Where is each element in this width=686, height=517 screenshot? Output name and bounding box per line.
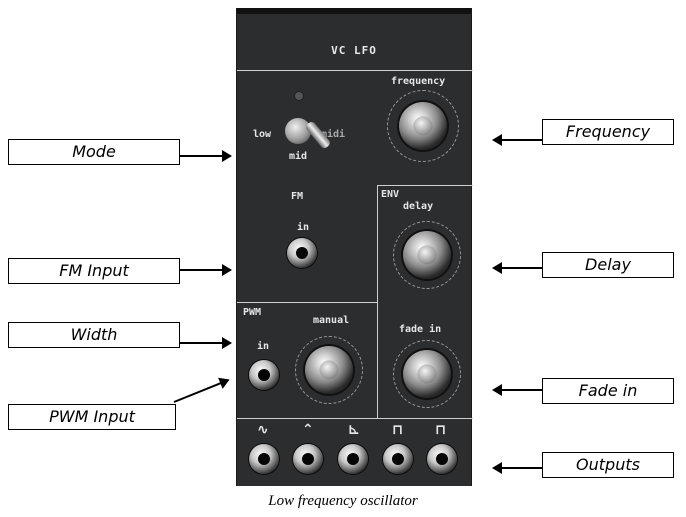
delay-scale — [393, 221, 461, 289]
fade-in-scale — [393, 340, 461, 408]
frequency-arrow — [492, 134, 542, 146]
pwm-input-arrow — [173, 381, 223, 403]
triangle-output-jack[interactable] — [293, 444, 323, 474]
env-section-label: ENV — [381, 189, 400, 200]
fm-in-label: in — [297, 222, 310, 233]
sine-wave-icon: ∿ — [257, 422, 269, 438]
mode-mid-label: mid — [289, 151, 308, 162]
pwm-input-callout: PWM Input — [8, 404, 176, 430]
mode-low-label: low — [253, 129, 272, 140]
figure-caption: Low frequency oscillator — [268, 493, 418, 509]
outputs-callout: Outputs — [542, 452, 674, 478]
delay-callout: Delay — [542, 252, 674, 278]
divider — [377, 185, 378, 418]
module-top-bar — [237, 8, 471, 14]
fade-in-arrow — [492, 384, 542, 396]
fm-section-label: FM — [291, 191, 304, 202]
pwm-width-knob[interactable] — [305, 346, 353, 394]
pulse-output-jack[interactable] — [427, 444, 457, 474]
mode-led-indicator — [295, 92, 303, 100]
frequency-scale — [387, 90, 459, 162]
fade-in-callout: Fade in — [542, 378, 674, 404]
sine-output-jack[interactable] — [249, 444, 279, 474]
manual-scale — [295, 336, 363, 404]
fm-input-arrow — [180, 264, 232, 276]
mode-midi-label: midi — [321, 129, 346, 140]
pwm-section-label: PWM — [243, 307, 262, 318]
fm-input-callout: FM Input — [8, 258, 180, 284]
frequency-knob[interactable] — [399, 102, 447, 150]
saw-output-jack[interactable] — [338, 444, 368, 474]
frequency-callout: Frequency — [542, 119, 674, 145]
delay-label: delay — [403, 201, 434, 212]
mode-arrow — [180, 150, 232, 162]
square-output-jack[interactable] — [383, 444, 413, 474]
vc-lfo-module: VC LFO frequency low midi mid FM in ENV … — [236, 8, 473, 486]
delay-knob[interactable] — [403, 231, 451, 279]
divider — [237, 302, 377, 303]
frequency-label: frequency — [391, 76, 446, 87]
fm-input-jack[interactable] — [287, 238, 317, 268]
divider — [377, 185, 473, 186]
outputs-arrow — [492, 462, 542, 474]
divider — [237, 70, 473, 71]
divider — [237, 418, 473, 419]
mode-switch-base — [285, 118, 311, 144]
module-title: VC LFO — [331, 44, 377, 57]
square-wave-icon: ⊓ — [392, 422, 404, 438]
pwm-in-label: in — [257, 341, 270, 352]
fade-in-label: fade in — [399, 324, 442, 335]
manual-label: manual — [313, 315, 350, 326]
width-arrow — [180, 337, 232, 349]
pulse-wave-icon: ⊓ — [435, 422, 447, 438]
pwm-input-jack[interactable] — [249, 360, 279, 390]
fade-in-knob[interactable] — [403, 350, 451, 398]
triangle-wave-icon: ⌃ — [302, 422, 314, 438]
mode-callout: Mode — [8, 139, 180, 165]
width-callout: Width — [8, 322, 180, 348]
delay-arrow — [492, 262, 542, 274]
saw-wave-icon: ⊾ — [348, 422, 360, 438]
